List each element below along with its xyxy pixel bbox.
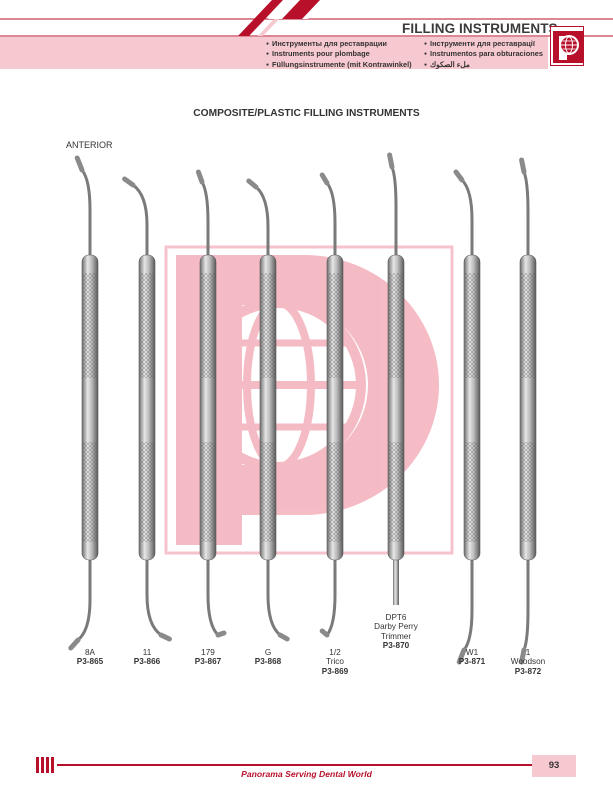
globe-p-logo-icon xyxy=(553,31,583,63)
header-diagonal-stripes xyxy=(0,0,613,37)
instrument-name: W1 xyxy=(465,648,479,657)
instrument-name: Darby Perry xyxy=(374,622,418,632)
instrument-illustrations xyxy=(68,152,537,665)
instrument-2 xyxy=(122,176,172,642)
instrument-code: P3-870 xyxy=(382,641,410,651)
header-title: FILLING INSTRUMENTS xyxy=(402,21,558,36)
instrument-code: P3-866 xyxy=(133,657,161,667)
footer-stripes xyxy=(36,757,54,773)
page-number: 93 xyxy=(532,755,576,777)
instrument-3 xyxy=(195,169,227,638)
instrument-name: 8A xyxy=(84,648,95,657)
instrument-name: 1/2 xyxy=(329,648,341,657)
instrument-5 xyxy=(319,172,344,638)
language-line: Füllungsinstrumente (mit Kontrawinkel) xyxy=(266,60,412,70)
brand-logo xyxy=(550,26,584,66)
instrument-4 xyxy=(246,178,290,642)
language-line: Instruments pour plombage xyxy=(266,49,412,59)
instrument-code: P3-872 xyxy=(514,666,542,676)
language-line: Инструменты для реставрации xyxy=(266,39,412,49)
instrument-name: 1 xyxy=(525,648,531,657)
instrument-name: Trico xyxy=(326,657,344,667)
header-languages-left: Инструменты для реставрации Instruments … xyxy=(266,39,412,70)
instrument-code: P3-867 xyxy=(194,657,222,667)
instrument-name: 179 xyxy=(201,648,215,657)
instrument-code: P3-871 xyxy=(458,657,486,667)
language-line: ملء الصكوك xyxy=(424,60,543,70)
language-line: Інструменти для реставрації xyxy=(424,39,543,49)
instrument-name: G xyxy=(264,648,272,657)
instrument-name: Trimmer xyxy=(380,631,412,641)
instrument-code: P3-865 xyxy=(76,657,104,667)
footer-rule xyxy=(57,764,537,766)
instrument-code: P3-868 xyxy=(254,657,282,667)
instrument-name: DPT6 xyxy=(385,613,407,622)
instrument-name: 11 xyxy=(142,648,152,657)
instrument-7 xyxy=(453,169,481,665)
instrument-6 xyxy=(387,152,405,605)
language-line: Instrumentos para obturaciones xyxy=(424,49,543,59)
footer-tagline: Panorama Serving Dental World xyxy=(241,769,372,779)
section-label: ANTERIOR xyxy=(66,140,113,150)
instrument-code: P3-869 xyxy=(321,666,349,676)
instrument-8 xyxy=(519,157,537,665)
page-heading: COMPOSITE/PLASTIC FILLING INSTRUMENTS xyxy=(193,108,420,119)
instrument-name: Woodson xyxy=(510,657,546,667)
header-languages-right: Інструменти для реставрації Instrumentos… xyxy=(424,39,543,70)
instrument-1 xyxy=(68,155,99,651)
